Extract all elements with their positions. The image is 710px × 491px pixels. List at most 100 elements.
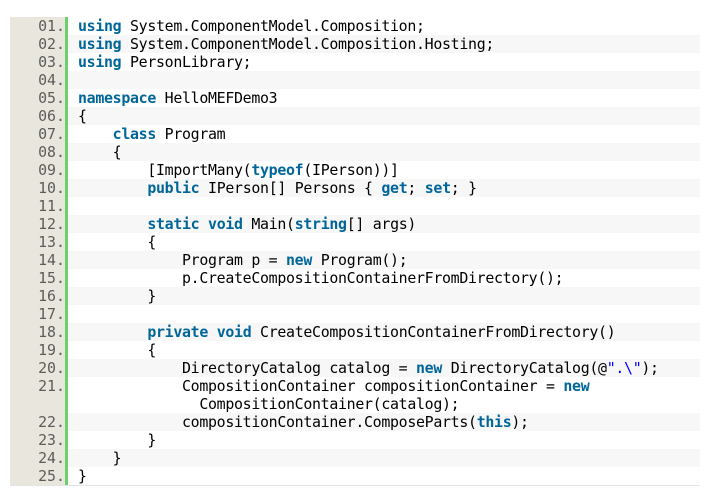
line-number: 24. [38, 449, 65, 467]
code-line: 13. { [10, 233, 700, 251]
line-number-gutter: 25. [10, 467, 65, 485]
code-line: 25.} [10, 467, 700, 485]
code-line: 19. { [10, 341, 700, 359]
code-token: ); [641, 359, 659, 377]
gutter-divider [65, 341, 68, 359]
code-token: } [78, 287, 157, 305]
code-text: p.CreateCompositionContainerFromDirector… [68, 269, 700, 287]
gutter-divider [65, 143, 68, 161]
code-text: { [68, 341, 700, 359]
gutter-divider [65, 287, 68, 305]
code-token: Program(); [312, 251, 408, 269]
code-token: { [78, 143, 122, 161]
line-number-gutter: 18. [10, 323, 65, 341]
line-number: 12. [38, 215, 65, 233]
code-token [199, 215, 208, 233]
code-line: 20. DirectoryCatalog catalog = new Direc… [10, 359, 700, 377]
code-text: } [68, 449, 700, 467]
code-line: 05.namespace HelloMEFDemo3 [10, 89, 700, 107]
code-text: } [68, 431, 700, 449]
code-token: compositionContainer.ComposeParts( [78, 413, 477, 431]
gutter-divider [65, 71, 68, 89]
gutter-divider [65, 413, 68, 431]
code-text: { [68, 233, 700, 251]
code-token: { [78, 107, 87, 125]
code-token: CreateCompositionContainerFromDirectory(… [251, 323, 616, 341]
gutter-divider [65, 449, 68, 467]
line-number-gutter: 08. [10, 143, 65, 161]
code-text: DirectoryCatalog catalog = new Directory… [68, 359, 700, 377]
gutter-divider [65, 107, 68, 125]
line-number: 17. [38, 305, 65, 323]
code-line: 18. private void CreateCompositionContai… [10, 323, 700, 341]
code-line: 22. compositionContainer.ComposeParts(th… [10, 413, 700, 431]
line-number-gutter: 12. [10, 215, 65, 233]
gutter-divider [65, 305, 68, 323]
line-number-gutter: 24. [10, 449, 65, 467]
code-line: 01.using System.ComponentModel.Compositi… [10, 17, 700, 35]
gutter-divider [65, 17, 68, 35]
code-text: public IPerson[] Persons { get; set; } [68, 179, 700, 197]
code-line: 24. } [10, 449, 700, 467]
code-token [208, 323, 217, 341]
code-line: 09. [ImportMany(typeof(IPerson))] [10, 161, 700, 179]
code-line: 04. [10, 71, 700, 89]
gutter-divider [65, 233, 68, 251]
code-token [78, 179, 147, 197]
gutter-divider [65, 53, 68, 71]
code-token: DirectoryCatalog(@ [442, 359, 607, 377]
gutter-divider [65, 197, 68, 215]
keyword-token: new [416, 359, 443, 377]
code-token: { [78, 233, 157, 251]
keyword-token: new [286, 251, 313, 269]
line-number-gutter: 13. [10, 233, 65, 251]
code-line: 08. { [10, 143, 700, 161]
line-number: 09. [38, 161, 65, 179]
line-number: 10. [38, 179, 65, 197]
line-number: 02. [38, 35, 65, 53]
code-text: Program p = new Program(); [68, 251, 700, 269]
code-token: PersonLibrary; [121, 53, 252, 71]
code-line: 07. class Program [10, 125, 700, 143]
keyword-token: typeof [251, 161, 304, 179]
line-number: 15. [38, 269, 65, 287]
line-number: 11. [38, 197, 65, 215]
line-number-gutter: 15. [10, 269, 65, 287]
code-text [68, 197, 700, 215]
keyword-token: this [476, 413, 512, 431]
code-text: compositionContainer.ComposeParts(this); [68, 413, 700, 431]
line-number: 19. [38, 341, 65, 359]
code-token: [] args) [346, 215, 417, 233]
code-line: 23. } [10, 431, 700, 449]
line-number-gutter: 11. [10, 197, 65, 215]
code-token: { [78, 341, 157, 359]
keyword-token: void [216, 323, 252, 341]
code-line: 12. static void Main(string[] args) [10, 215, 700, 233]
code-text: { [68, 107, 700, 125]
line-number-gutter: 05. [10, 89, 65, 107]
line-number: 05. [38, 89, 65, 107]
code-token: System.ComponentModel.Composition.Hostin… [121, 35, 495, 53]
code-text [68, 71, 700, 89]
line-number-gutter: 02. [10, 35, 65, 53]
code-line: 14. Program p = new Program(); [10, 251, 700, 269]
line-number: 07. [38, 125, 65, 143]
code-token: CompositionContainer(catalog); [199, 395, 460, 413]
line-number: 06. [38, 107, 65, 125]
gutter-divider [65, 269, 68, 287]
gutter-divider [65, 125, 68, 143]
code-line: 02. using System.ComponentModel.Compositi… [10, 35, 700, 53]
keyword-token: using [78, 35, 122, 53]
code-line: 15. p.CreateCompositionContainerFromDire… [10, 269, 700, 287]
line-number: 23. [38, 431, 65, 449]
line-number-gutter: 14. [10, 251, 65, 269]
line-number: 14. [38, 251, 65, 269]
code-line: 03.using PersonLibrary; [10, 53, 700, 71]
keyword-token: class [112, 125, 157, 143]
keyword-token: namespace [78, 89, 157, 107]
code-token: IPerson[] Persons { [199, 179, 382, 197]
code-line: 11. [10, 197, 700, 215]
gutter-divider [65, 431, 68, 449]
code-token: (IPerson))] [303, 161, 399, 179]
code-token [78, 215, 147, 233]
